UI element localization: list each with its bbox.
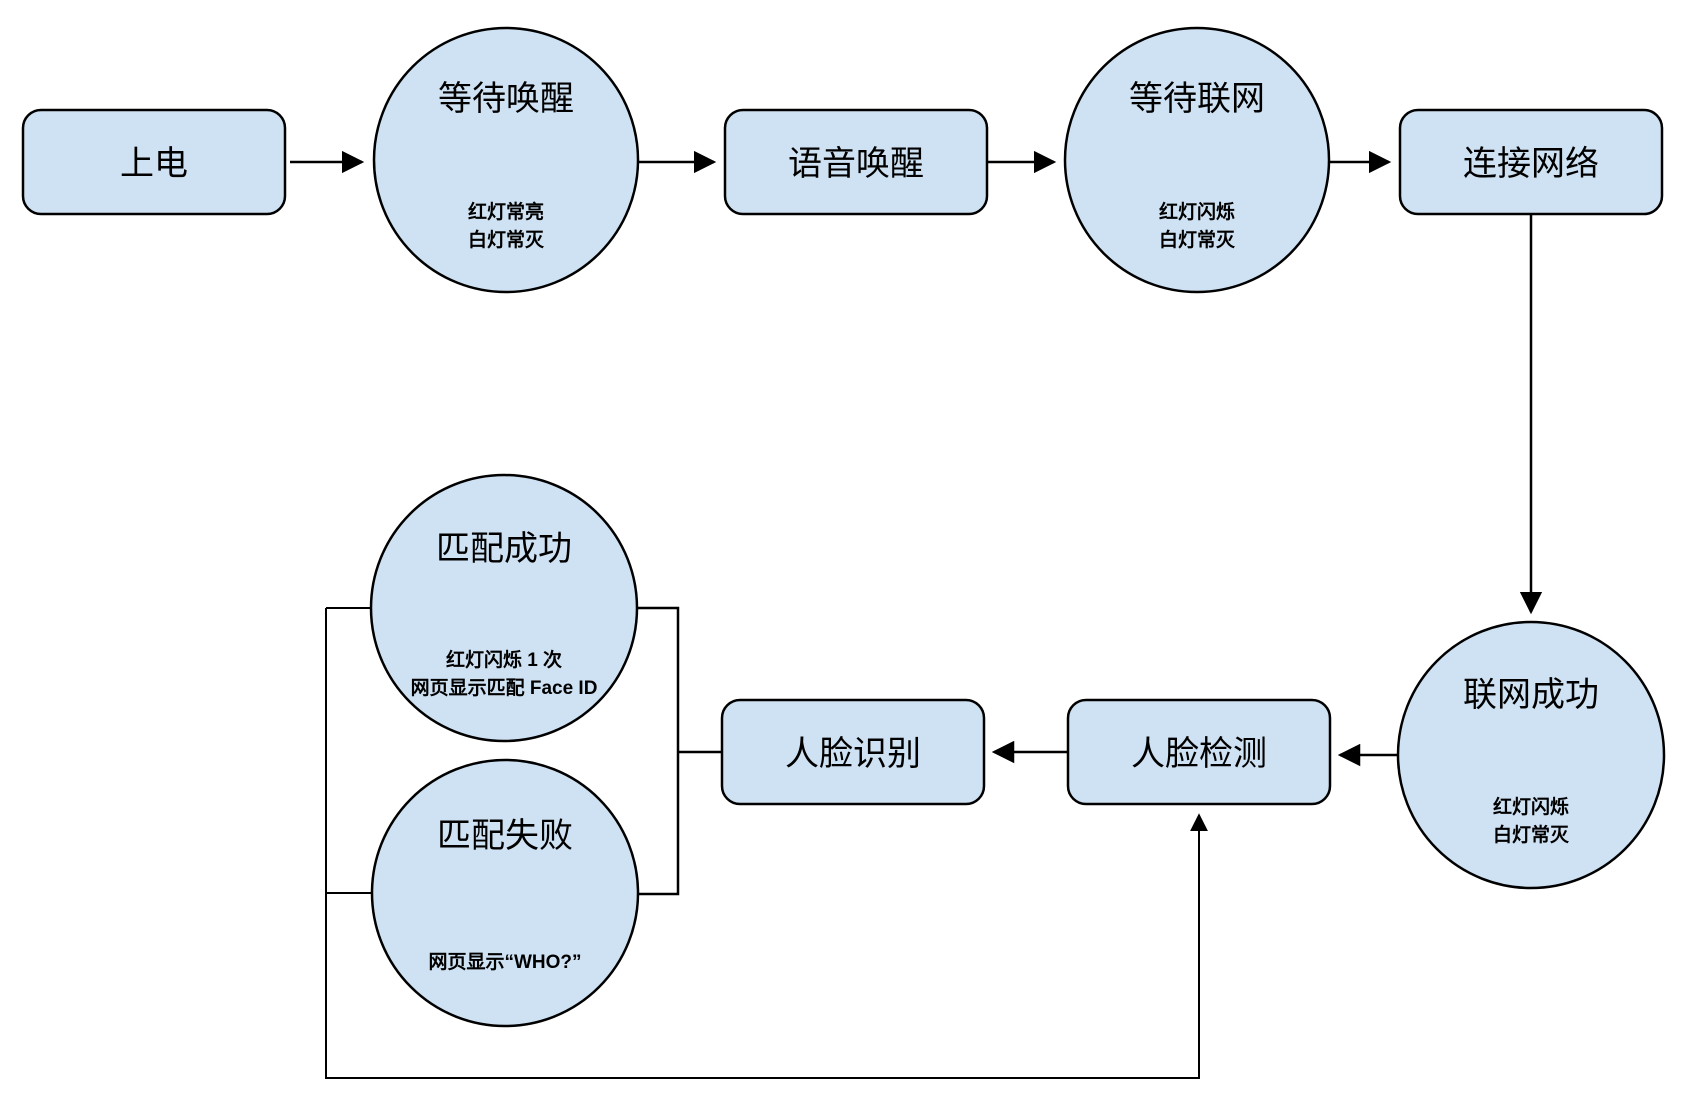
node-wait-network-label: 等待联网 [1129,80,1265,118]
node-voice-wake: 语音唤醒 [723,108,989,216]
node-wait-wake-label: 等待唤醒 [438,80,574,118]
edge-bracket-to-match-circles [637,606,680,896]
node-network-success-label: 联网成功 [1463,676,1599,714]
node-wait-wake-subtext-1: 红灯常亮 [468,200,544,223]
node-match-success-subtext-1: 红灯闪烁 1 次 [446,648,562,671]
node-voice-wake-shape [723,108,989,216]
node-face-detect: 人脸检测 [1066,698,1332,806]
node-power-on-shape [21,108,287,216]
node-network-success: 联网成功 红灯闪烁 白灯常灭 [1396,620,1666,890]
node-network-success-shape [1396,620,1666,890]
node-match-fail-subtext-1: 网页显示“WHO?” [428,951,581,973]
node-wait-wake-shape [372,26,640,294]
node-face-detect-shape [1066,698,1332,806]
node-voice-wake-label: 语音唤醒 [788,145,924,183]
node-wait-network-subtext-1: 红灯闪烁 [1159,200,1235,223]
node-power-on: 上电 [21,108,287,216]
node-wait-wake-subtext-2: 白灯常灭 [468,228,545,251]
node-match-fail: 匹配失败 网页显示“WHO?” [370,758,640,1028]
node-match-success: 匹配成功 红灯闪烁 1 次 网页显示匹配 Face ID [369,473,639,743]
node-network-success-subtext-2: 白灯常灭 [1493,823,1570,846]
node-match-fail-label: 匹配失败 [437,817,573,855]
edges [290,150,1543,1079]
node-face-recognize: 人脸识别 [720,698,986,806]
node-wait-wake: 等待唤醒 红灯常亮 白灯常灭 [372,26,640,294]
node-match-success-shape [369,473,639,743]
node-face-detect-label: 人脸检测 [1131,735,1267,773]
node-match-success-subtext-2: 网页显示匹配 Face ID [411,677,598,699]
node-wait-network: 等待联网 红灯闪烁 白灯常灭 [1063,26,1331,294]
node-face-recognize-label: 人脸识别 [785,735,921,773]
edge-loop-back-to-face-detect [325,608,1208,1079]
node-network-success-subtext-1: 红灯闪烁 [1493,795,1569,818]
node-face-recognize-shape [720,698,986,806]
node-connect-network: 连接网络 [1398,108,1664,216]
node-connect-network-label: 连接网络 [1463,145,1599,183]
node-connect-network-shape [1398,108,1664,216]
node-wait-network-subtext-2: 白灯常灭 [1159,228,1236,251]
node-power-on-label: 上电 [120,145,188,183]
node-wait-network-shape [1063,26,1331,294]
node-match-success-label: 匹配成功 [436,530,572,568]
node-match-fail-shape [370,758,640,1028]
